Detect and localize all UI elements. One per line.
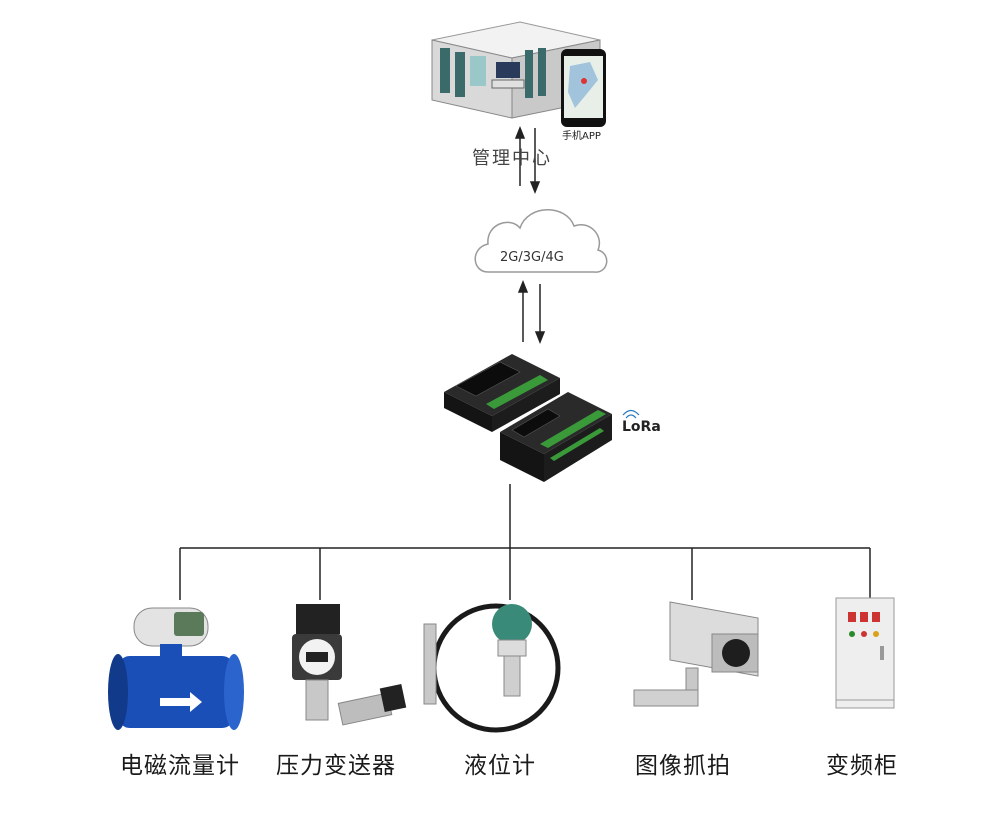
flowmeter-label: 电磁流量计 xyxy=(120,753,240,779)
management-center-label: 管理中心 xyxy=(472,148,552,169)
surveillance-camera-icon xyxy=(633,601,759,707)
vfd-cabinet-label: 变频柜 xyxy=(826,753,898,779)
cloud-network-label: 2G/3G/4G xyxy=(500,250,564,265)
level-gauge-icon xyxy=(423,603,561,733)
level-gauge-label: 液位计 xyxy=(464,753,536,779)
phone-icon xyxy=(561,49,606,127)
frequency-converter-cabinet-icon xyxy=(835,597,895,709)
uplink-downlink-arrows-bottom xyxy=(517,279,546,345)
image-capture-label: 图像抓拍 xyxy=(635,753,731,779)
electromagnetic-flowmeter-icon xyxy=(108,607,244,730)
lora-label: LoRa xyxy=(622,419,661,435)
connection-bus xyxy=(179,484,871,600)
phone-app-label: 手机APP xyxy=(562,131,601,142)
rtu-gateway-icon xyxy=(444,354,612,482)
uplink-downlink-arrows-top xyxy=(514,125,541,195)
pressure-transmitter-icon xyxy=(292,604,407,726)
lora-signal-icon xyxy=(622,409,640,419)
pressure-transmitter-label: 压力变送器 xyxy=(276,753,396,779)
cloud-icon xyxy=(474,209,608,273)
